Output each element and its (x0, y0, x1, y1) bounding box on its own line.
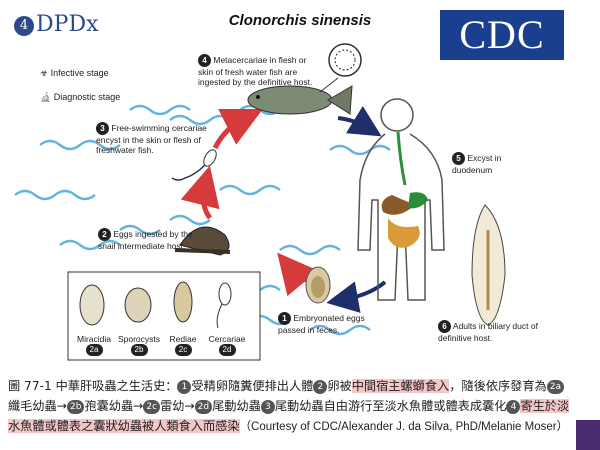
cercaria-illustration (171, 149, 217, 181)
stage-6-label: 6 Adults in biliary duct of definitive h… (438, 320, 538, 343)
fish-illustration (247, 85, 353, 115)
microscope-icon: 🔬 (40, 92, 52, 102)
stage-3-label: 3 Free-swimming cercariae encyst in the … (96, 122, 207, 155)
stage-5-label: 5 Excyst in duodenum (452, 152, 502, 175)
figure-title: Clonorchis sinensis (228, 12, 372, 29)
cdc-logo: CDC (440, 10, 564, 60)
snail-illustration (174, 226, 231, 256)
adult-fluke-illustration (471, 204, 506, 326)
arrow-fish-to-host (337, 105, 382, 137)
legend-infective: ☣ Infective stage (40, 68, 109, 78)
legend-diagnostic: 🔬 Diagnostic stage (40, 92, 121, 102)
stage-1-label: 1 Embryonated eggs passed in feces. (278, 312, 365, 335)
inset-illustrations (79, 281, 232, 329)
arrow-host-to-eggs (326, 280, 387, 313)
egg-illustration (305, 266, 331, 304)
stage-4-label: 4 Metacercariae in flesh or skin of fres… (198, 54, 313, 87)
arrow-snail-to-cercariae (180, 165, 220, 220)
stage-2-label: 2 Eggs ingested by the snail intermediat… (98, 228, 193, 251)
corner-tab (576, 420, 600, 450)
biohazard-icon: ☣ (40, 68, 49, 78)
arrow-cercariae-to-fish (212, 109, 263, 150)
digestive-organs (381, 192, 428, 248)
